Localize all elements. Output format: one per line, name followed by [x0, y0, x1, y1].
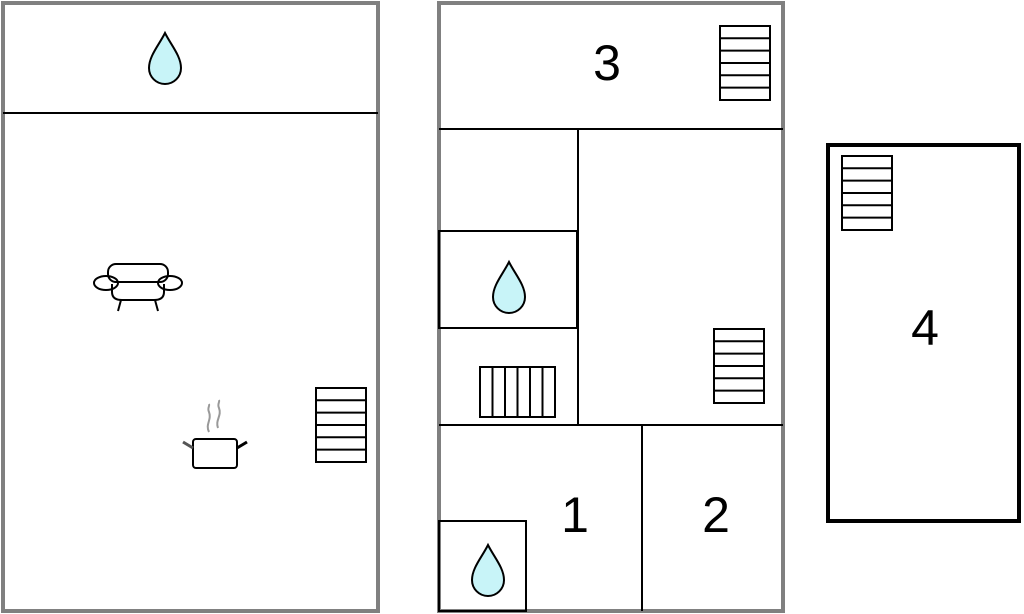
room-label-4: 4: [911, 300, 939, 356]
water-drop-icon: [492, 261, 526, 314]
left-building: [1, 1, 380, 613]
stairs-icon: [315, 387, 367, 463]
cooking-pot-icon: [182, 399, 248, 469]
stairs-icon: [719, 25, 771, 101]
room-label-1: 1: [561, 487, 589, 543]
stairs-icon: [713, 328, 765, 404]
room-label-2: 2: [702, 487, 730, 543]
room-label-3: 3: [593, 35, 621, 91]
outer-wall: [826, 143, 1021, 523]
water-drop-icon: [471, 544, 505, 597]
middle-building: 3 1 2: [437, 1, 785, 613]
right-building: 4: [826, 143, 1021, 523]
sofa-icon: [93, 263, 183, 312]
stairs-icon: [841, 155, 893, 231]
outer-wall: [1, 1, 380, 613]
radiator-icon: [479, 366, 556, 418]
water-drop-icon: [148, 32, 182, 85]
